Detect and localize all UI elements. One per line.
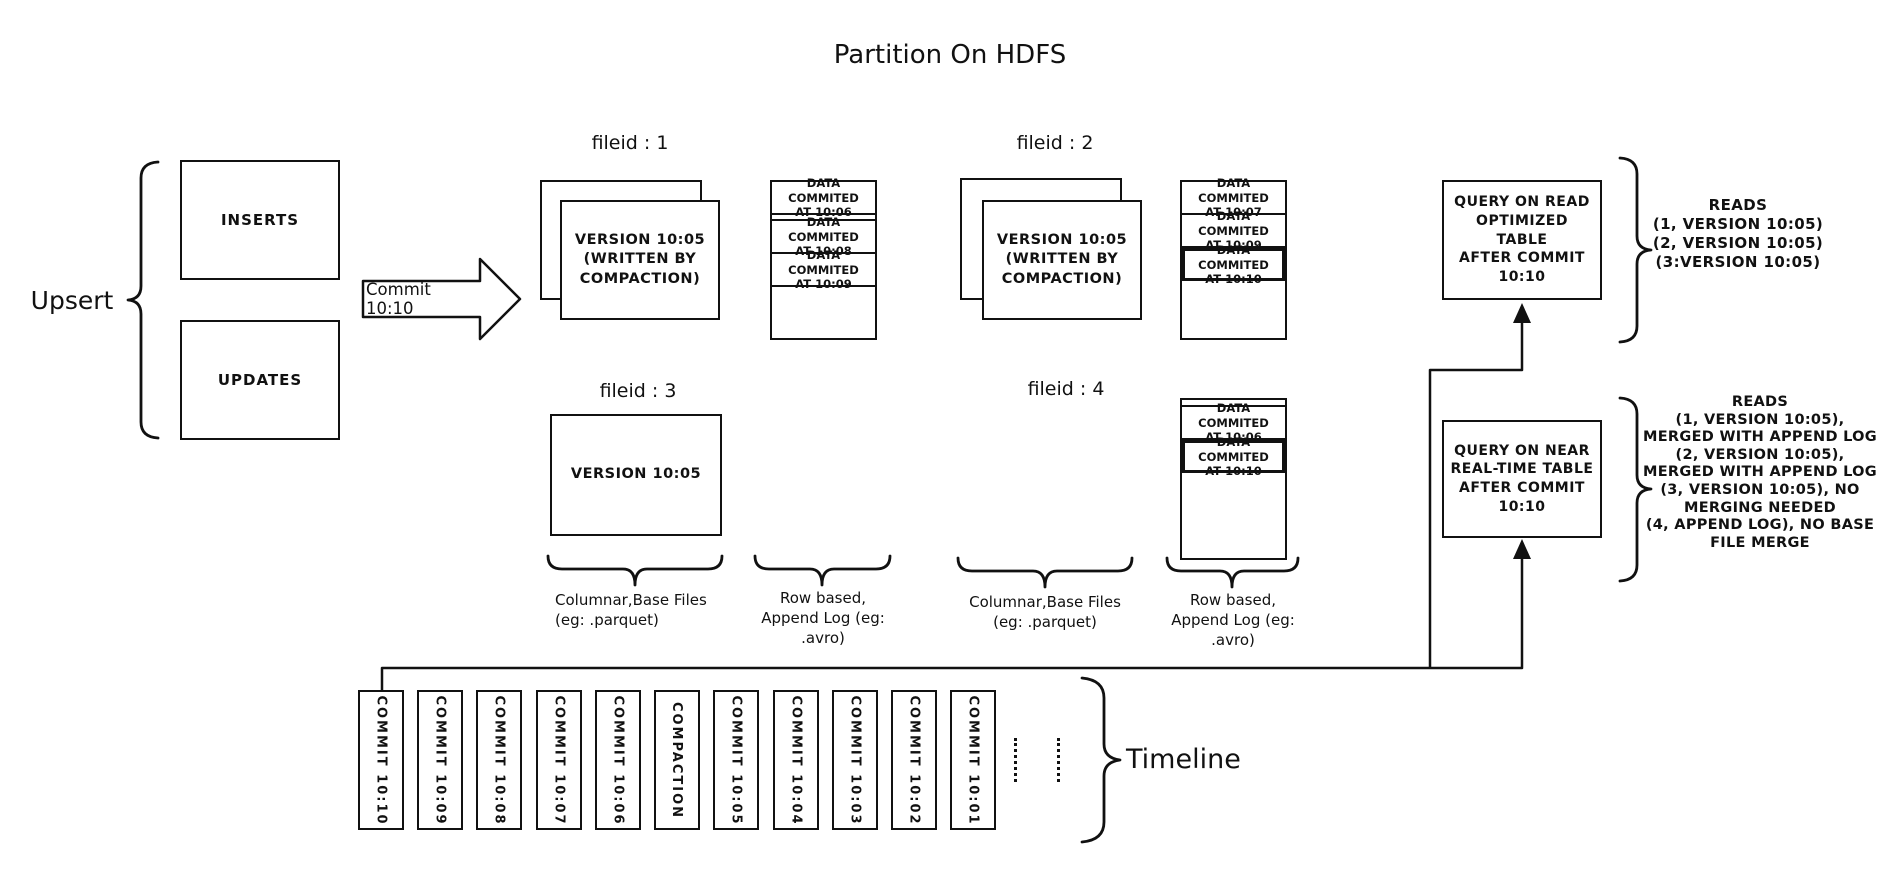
commit-arrow-label: Commit 10:10	[366, 280, 431, 318]
timeline-entry-commit-1007: COMMIT 10:07	[536, 690, 582, 830]
inserts-label: INSERTS	[220, 211, 300, 229]
fileid-3-label: fileid : 3	[599, 380, 677, 402]
append-log-4-top-strip	[1182, 400, 1285, 407]
columnar-left-brace	[546, 554, 724, 587]
timeline-entry-commit-1005: COMMIT 10:05	[713, 690, 759, 830]
arrowhead-to-optimized	[1513, 303, 1531, 323]
timeline-entry-commit-1001: COMMIT 10:01	[950, 690, 996, 830]
fileid-1-base-text: VERSION 10:05 (WRITTEN BY COMPACTION)	[574, 231, 706, 287]
timeline-entry-label: COMMIT 10:10	[373, 694, 389, 826]
fileid-1-label: fileid : 1	[591, 132, 669, 154]
upsert-label: Upsert	[30, 286, 114, 315]
fileid-4-label: fileid : 4	[1027, 378, 1105, 400]
append-log-4-seg-1: DATA COMMITED AT 10:06	[1182, 401, 1285, 444]
columnar-left-caption: Columnar,Base Files (eg: .parquet)	[555, 591, 707, 629]
timeline-entry-commit-1003: COMMIT 10:03	[832, 690, 878, 830]
rowbased-right-brace	[1165, 556, 1300, 589]
timeline-to-realtime-line	[380, 557, 1524, 690]
timeline-entry-commit-1008: COMMIT 10:08	[476, 690, 522, 830]
timeline-entry-commit-1002: COMMIT 10:02	[891, 690, 937, 830]
updates-box: UPDATES	[180, 320, 340, 440]
timeline-ellipsis-dots	[1014, 738, 1017, 782]
rowbased-left-brace	[753, 554, 892, 587]
timeline-ellipsis-dots	[1057, 738, 1060, 782]
append-log-1-seg-3: DATA COMMITED AT 10:09	[772, 248, 875, 291]
fileid-2-base-text: VERSION 10:05 (WRITTEN BY COMPACTION)	[996, 231, 1128, 287]
fileid-1-base-file: VERSION 10:05 (WRITTEN BY COMPACTION)	[560, 200, 720, 320]
timeline-brace	[1080, 676, 1122, 844]
timeline-entry-label: COMMIT 10:04	[788, 694, 804, 826]
timeline-label: Timeline	[1126, 744, 1241, 775]
arrowhead-to-realtime	[1513, 539, 1531, 559]
timeline-entry-label: COMMIT 10:06	[610, 694, 626, 826]
query-read-optimized-text: QUERY ON READ OPTIMIZED TABLE AFTER COMM…	[1454, 194, 1590, 286]
columnar-right-brace	[956, 556, 1134, 589]
timeline-entry-label: COMMIT 10:03	[847, 694, 863, 826]
fileid-3-base-text: VERSION 10:05	[570, 466, 702, 483]
timeline-entry-label: COMMIT 10:09	[432, 694, 448, 826]
append-log-4: DATA COMMITED AT 10:06 DATA COMMITED AT …	[1180, 398, 1287, 560]
timeline-entry-label: COMMIT 10:07	[551, 694, 567, 826]
fileid-2-base-file: VERSION 10:05 (WRITTEN BY COMPACTION)	[982, 200, 1142, 320]
append-log-1-seg-2: DATA COMMITED AT 10:08	[772, 215, 875, 258]
append-log-4-seg-2: DATA COMMITED AT 10:10	[1182, 435, 1285, 478]
timeline-entry-commit-1006: COMMIT 10:06	[595, 690, 641, 830]
append-log-2-seg-2: DATA COMMITED AT 10:09	[1182, 209, 1285, 252]
fileid-3-base-file: VERSION 10:05	[550, 414, 722, 536]
fileid-2-label: fileid : 2	[1016, 132, 1094, 154]
timeline-entry-commit-1004: COMMIT 10:04	[773, 690, 819, 830]
append-log-1-divider	[772, 215, 875, 221]
query-near-realtime-box: QUERY ON NEAR REAL-TIME TABLE AFTER COMM…	[1442, 420, 1602, 538]
timeline-entry-commit-1010: COMMIT 10:10	[358, 690, 404, 830]
timeline-entry-label: COMPACTION	[669, 701, 685, 819]
inserts-box: INSERTS	[180, 160, 340, 280]
append-log-2-seg-3: DATA COMMITED AT 10:10	[1182, 243, 1285, 286]
timeline-entry-label: COMMIT 10:05	[728, 694, 744, 826]
rowbased-left-caption: Row based, Append Log (eg: .avro)	[761, 589, 885, 647]
reads-optimized-annotation: READS (1, VERSION 10:05) (2, VERSION 10:…	[1652, 196, 1824, 271]
append-log-2: DATA COMMITED AT 10:07 DATA COMMITED AT …	[1180, 176, 1287, 340]
timeline-entry-label: COMMIT 10:08	[491, 694, 507, 826]
rowbased-right-caption: Row based, Append Log (eg: .avro)	[1171, 591, 1295, 649]
upsert-brace	[126, 160, 160, 440]
query-near-realtime-text: QUERY ON NEAR REAL-TIME TABLE AFTER COMM…	[1450, 442, 1594, 515]
timeline-entry-label: COMMIT 10:01	[965, 694, 981, 826]
timeline-entry-label: COMMIT 10:02	[906, 694, 922, 826]
query-read-optimized-box: QUERY ON READ OPTIMIZED TABLE AFTER COMM…	[1442, 180, 1602, 300]
timeline-entry-commit-1009: COMMIT 10:09	[417, 690, 463, 830]
page-title: Partition On HDFS	[833, 40, 1067, 70]
timeline-entry-compaction: COMPACTION	[654, 690, 700, 830]
append-log-1: DATA COMMITED AT 10:06 DATA COMMITED AT …	[770, 176, 877, 340]
reads-realtime-annotation: READS (1, VERSION 10:05), MERGED WITH AP…	[1643, 394, 1878, 551]
append-log-1-seg-1: DATA COMMITED AT 10:06	[772, 176, 875, 219]
columnar-right-caption: Columnar,Base Files (eg: .parquet)	[969, 593, 1121, 631]
updates-label: UPDATES	[217, 371, 303, 389]
